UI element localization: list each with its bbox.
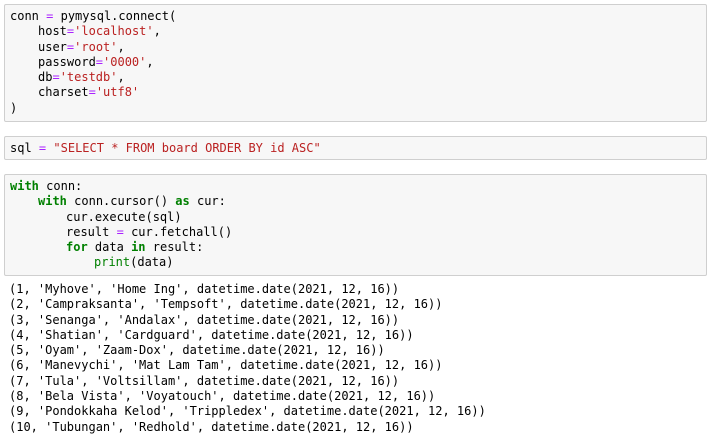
output-line: (1, 'Myhove', 'Home Ing', datetime.date(… xyxy=(9,282,400,296)
code-keyword: with xyxy=(10,179,39,193)
code-builtin: print xyxy=(94,255,131,270)
code-string: "SELECT * FROM board ORDER BY id ASC" xyxy=(53,141,321,155)
code-line: db='testdb', xyxy=(10,70,701,85)
code-token: ) xyxy=(10,100,18,115)
output-line: (9, 'Pondokkaha Kelod', 'Trippledex', da… xyxy=(9,404,486,419)
code-token: , xyxy=(153,24,161,39)
code-operator: = xyxy=(88,85,96,100)
code-token: sql xyxy=(10,141,32,155)
code-string: 'utf8' xyxy=(95,85,140,100)
code-line: cur.execute(sql) xyxy=(10,210,701,225)
code-token: user xyxy=(38,39,67,54)
code-line: password='0000', xyxy=(10,55,701,70)
output-line: (10, 'Tubungan', 'Redhold', datetime.dat… xyxy=(9,419,414,434)
code-token: cur.execute(sql) xyxy=(66,209,182,224)
code-operator: = xyxy=(95,54,104,69)
code-line: with conn.cursor() as cur: xyxy=(10,194,701,209)
code-keyword: in xyxy=(131,240,146,255)
code-keyword: as xyxy=(175,194,190,209)
code-token: conn: xyxy=(46,179,83,193)
code-operator: = xyxy=(66,39,75,54)
code-token: pymysql.connect( xyxy=(60,9,177,23)
code-token: cur.fetchall() xyxy=(131,224,233,239)
output-line: (8, 'Bela Vista', 'Voyatouch', datetime.… xyxy=(9,389,436,404)
code-line: host='localhost', xyxy=(10,24,701,39)
output-line: (7, 'Tula', 'Voltsillam', datetime.date(… xyxy=(9,373,400,388)
code-line: print(data) xyxy=(10,255,701,270)
code-token: , xyxy=(117,70,125,85)
code-line: result = cur.fetchall() xyxy=(10,225,701,240)
code-line: charset='utf8' xyxy=(10,85,701,100)
code-token: , xyxy=(117,39,125,54)
code-cell-sql[interactable]: sql = "SELECT * FROM board ORDER BY id A… xyxy=(4,136,707,160)
code-operator: = xyxy=(66,24,75,39)
code-line: sql = "SELECT * FROM board ORDER BY id A… xyxy=(10,141,701,156)
code-line: conn = pymysql.connect( xyxy=(10,9,701,24)
code-keyword: for xyxy=(66,240,88,255)
code-token: result: xyxy=(152,240,204,255)
output-line: (5, 'Oyam', 'Zaam-Dox', datetime.date(20… xyxy=(9,343,385,358)
code-line: ) xyxy=(10,101,701,116)
code-cell-connect[interactable]: conn = pymysql.connect( host='localhost'… xyxy=(4,4,707,122)
code-operator: = xyxy=(46,9,54,23)
code-token: password xyxy=(38,54,96,69)
code-token: conn xyxy=(10,9,39,23)
code-string: 'localhost' xyxy=(74,24,154,39)
code-token: cur: xyxy=(196,194,226,209)
code-token: host xyxy=(38,24,67,39)
output-line: (4, 'Shatian', 'Cardguard', datetime.dat… xyxy=(9,327,414,342)
code-string: 'testdb' xyxy=(59,70,118,85)
output-line: (6, 'Manevychi', 'Mat Lam Tam', datetime… xyxy=(9,358,443,373)
cell-output: (1, 'Myhove', 'Home Ing', datetime.date(… xyxy=(9,282,486,435)
code-token: , xyxy=(146,54,154,69)
code-line: user='root', xyxy=(10,40,701,55)
output-line: (3, 'Senanga', 'Andalax', datetime.date(… xyxy=(9,312,400,327)
code-cell-query[interactable]: with conn: with conn.cursor() as cur: cu… xyxy=(4,174,707,276)
code-operator: = xyxy=(38,141,47,155)
code-token: result xyxy=(66,224,110,239)
code-keyword: with xyxy=(38,194,67,209)
code-line: for data in result: xyxy=(10,240,701,255)
code-operator: = xyxy=(116,224,124,239)
code-line: with conn: xyxy=(10,179,701,194)
code-token: charset xyxy=(38,85,89,100)
code-operator: = xyxy=(52,70,60,85)
code-token: (data) xyxy=(130,255,174,270)
code-string: 'root' xyxy=(74,39,118,54)
output-line: (2, 'Campraksanta', 'Tempsoft', datetime… xyxy=(9,297,443,312)
code-token: conn.cursor() xyxy=(74,194,169,209)
code-token: db xyxy=(38,70,53,85)
code-string: '0000' xyxy=(103,54,147,69)
code-token: data xyxy=(94,240,124,255)
